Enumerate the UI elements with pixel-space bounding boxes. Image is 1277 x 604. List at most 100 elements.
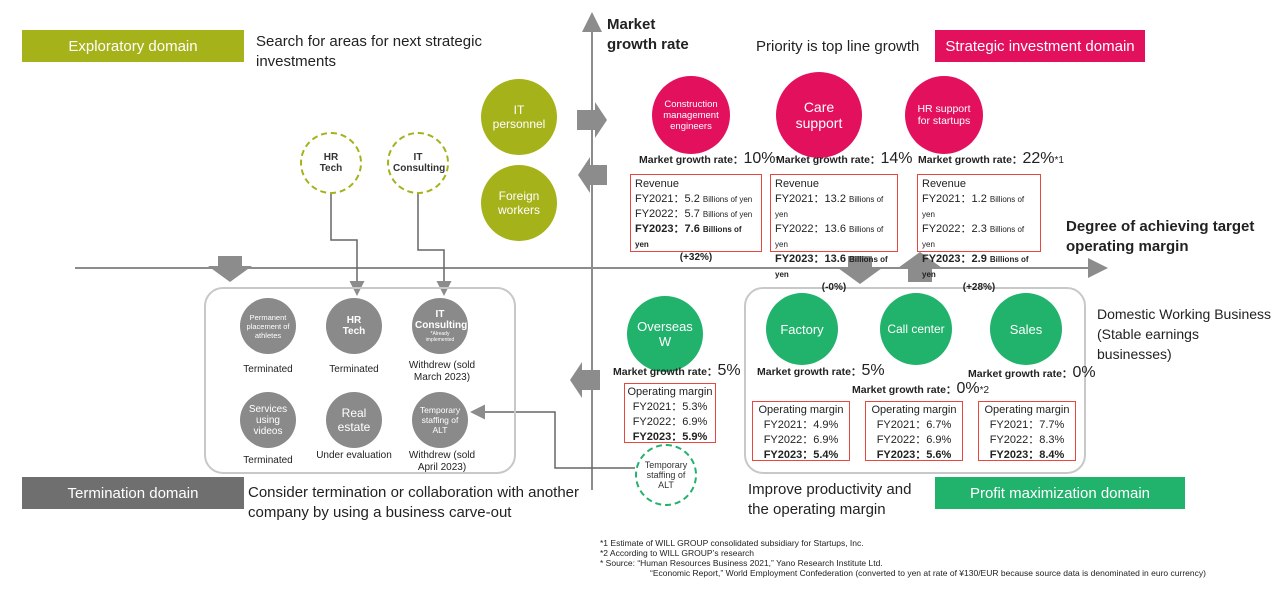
factory-margin-box: Operating margin FY2021：4.9% FY2022：6.9%… [752,401,850,461]
factory-label: Factory [780,321,824,337]
revenue-change: (-0%) [821,282,847,293]
construction-growth: Market growth rate：10%* [639,150,780,168]
alt-dashed-label: Temporary staffing of ALT [644,460,688,490]
om-row: FY2023：5.4% [763,449,839,461]
om-label: Operating margin [627,386,713,398]
factory-growth: Market growth rate：5% [757,362,885,380]
construction-circle: Construction management engineers [652,76,730,154]
om-label: Operating margin [984,404,1070,416]
videos-label: Services using videos [248,403,288,437]
revenue-row-value: FY2021：5.2 [635,193,700,205]
revenue-row: FY2023：7.6 Billions of yen [635,222,757,252]
care-growth-label: Market growth rate： [776,154,881,166]
real-estate-label: Real estate [337,406,371,434]
om-row: FY2021：5.3% [632,401,708,413]
arrow-right-icon [577,102,607,138]
strategic-domain-tag: Strategic investment domain [935,30,1145,62]
revenue-label: Revenue [775,178,820,190]
care-growth-value: 14% [880,150,913,167]
strategic-caption: Priority is top line growth [756,38,920,55]
revenue-row-value: FY2022：2.3 [922,223,987,235]
revenue-unit: Billions of yen [922,255,1029,279]
profit-domain-tag: Profit maximization domain [935,477,1185,509]
athletes-circle: Permanent placement of athletes [240,298,296,354]
om-row: FY2021：4.9% [763,419,839,431]
revenue-row-value: FY2021：1.2 [922,193,987,205]
om-row: FY2022：6.9% [763,434,839,446]
care-support-circle: Care support [776,72,862,158]
revenue-unit: Billions of yen [775,225,884,249]
revenue-row: FY2021：13.2 Billions of yen [775,192,893,222]
hr-startups-growth-value: 22% [1022,150,1055,167]
exploratory-domain-tag: Exploratory domain [22,30,244,62]
om-row: FY2022：8.3% [989,434,1065,446]
it-consulting-status: Withdrew (sold March 2023) [408,360,476,383]
overseas-growth-value: 5% [717,362,741,379]
hr-startups-growth-note: *1 [1054,155,1064,166]
overseas-circle: Overseas W [627,296,703,372]
sales-circle: Sales [990,293,1062,365]
foreign-workers-circle: Foreign workers [481,165,557,241]
revenue-row: FY2023：13.6 Billions of yen [775,252,893,282]
om-row: FY2021：7.7% [989,419,1065,431]
revenue-unit: Billions of yen [635,225,742,249]
alt-label: Temporary staffing of ALT [419,405,461,435]
hr-tech-dashed-label: HR Tech [319,152,343,174]
call-center-growth-note: *2 [979,385,990,396]
call-center-label: Call center [887,322,945,336]
om-row: FY2023：5.9% [632,431,708,443]
revenue-change: (+28%) [962,282,996,293]
alt-dashed-circle: Temporary staffing of ALT [635,444,697,506]
om-label: Operating margin [758,404,844,416]
construction-growth-note: * [775,154,780,166]
sales-label: Sales [1009,321,1043,337]
sales-growth-value: 0% [1072,364,1096,381]
it-personnel-circle: IT personnel [481,79,557,155]
om-row: FY2022：6.9% [876,434,952,446]
foreign-workers-label: Foreign workers [497,189,540,217]
arrow-down-icon [208,256,252,282]
hr-startups-circle: HR support for startups [905,76,983,154]
revenue-unit: Billions of yen [775,195,884,219]
call-center-growth: Market growth rate：0%*2 [852,380,989,398]
revenue-unit: Billions of yen [922,225,1025,249]
x-axis-label: Degree of achieving target operating mar… [1066,218,1255,255]
call-center-circle: Call center [880,293,952,365]
sales-growth: Market growth rate：0% [968,364,1096,382]
termination-caption: Consider termination or collaboration wi… [248,484,580,521]
profit-caption: Improve productivity and the operating m… [748,481,912,518]
om-row: FY2021：6.7% [876,419,952,431]
revenue-row-value: FY2022：5.7 [635,208,700,220]
footnote-4: “Economic Report,” World Employment Conf… [650,568,1206,578]
revenue-row-value: FY2023：2.9 [922,253,987,265]
factory-growth-label: Market growth rate： [757,366,862,378]
it-consulting-circle: IT Consulting*Already implemented [412,298,468,354]
overseas-label: Overseas W [637,319,693,349]
it-consulting-label: IT Consulting [415,309,468,331]
construction-label: Construction management engineers [663,98,719,132]
hr-tech-status: Terminated [329,364,379,375]
footnotes: *1 Estimate of WILL GROUP consolidated s… [600,538,1270,578]
care-growth: Market growth rate：14% [776,150,912,168]
footnote-2: *2 According to WILL GROUP’s research [600,548,755,558]
arrow-left-icon-2 [570,362,600,398]
it-consulting-note: *Already implemented [425,331,455,343]
call-center-growth-label: Market growth rate： [852,384,957,396]
real-estate-circle: Real estate [326,392,382,448]
videos-circle: Services using videos [240,392,296,448]
hr-tech-circle: HR Tech [326,298,382,354]
athletes-status: Terminated [243,364,293,375]
hr-tech-label: HR Tech [342,315,366,337]
revenue-row-value: FY2023：7.6 [635,223,700,235]
revenue-unit: Billions of yen [775,255,888,279]
athletes-label: Permanent placement of athletes [246,312,290,340]
arrow-up-icon [898,252,942,282]
revenue-label: Revenue [635,178,680,190]
factory-circle: Factory [766,293,838,365]
footnote-3: * Source: “Human Resources Business 2021… [600,558,883,568]
sales-growth-label: Market growth rate： [968,368,1073,380]
revenue-label: Revenue [922,178,967,190]
construction-growth-value: 10% [743,150,776,167]
alt-status: Withdrew (sold April 2023) [408,450,476,473]
